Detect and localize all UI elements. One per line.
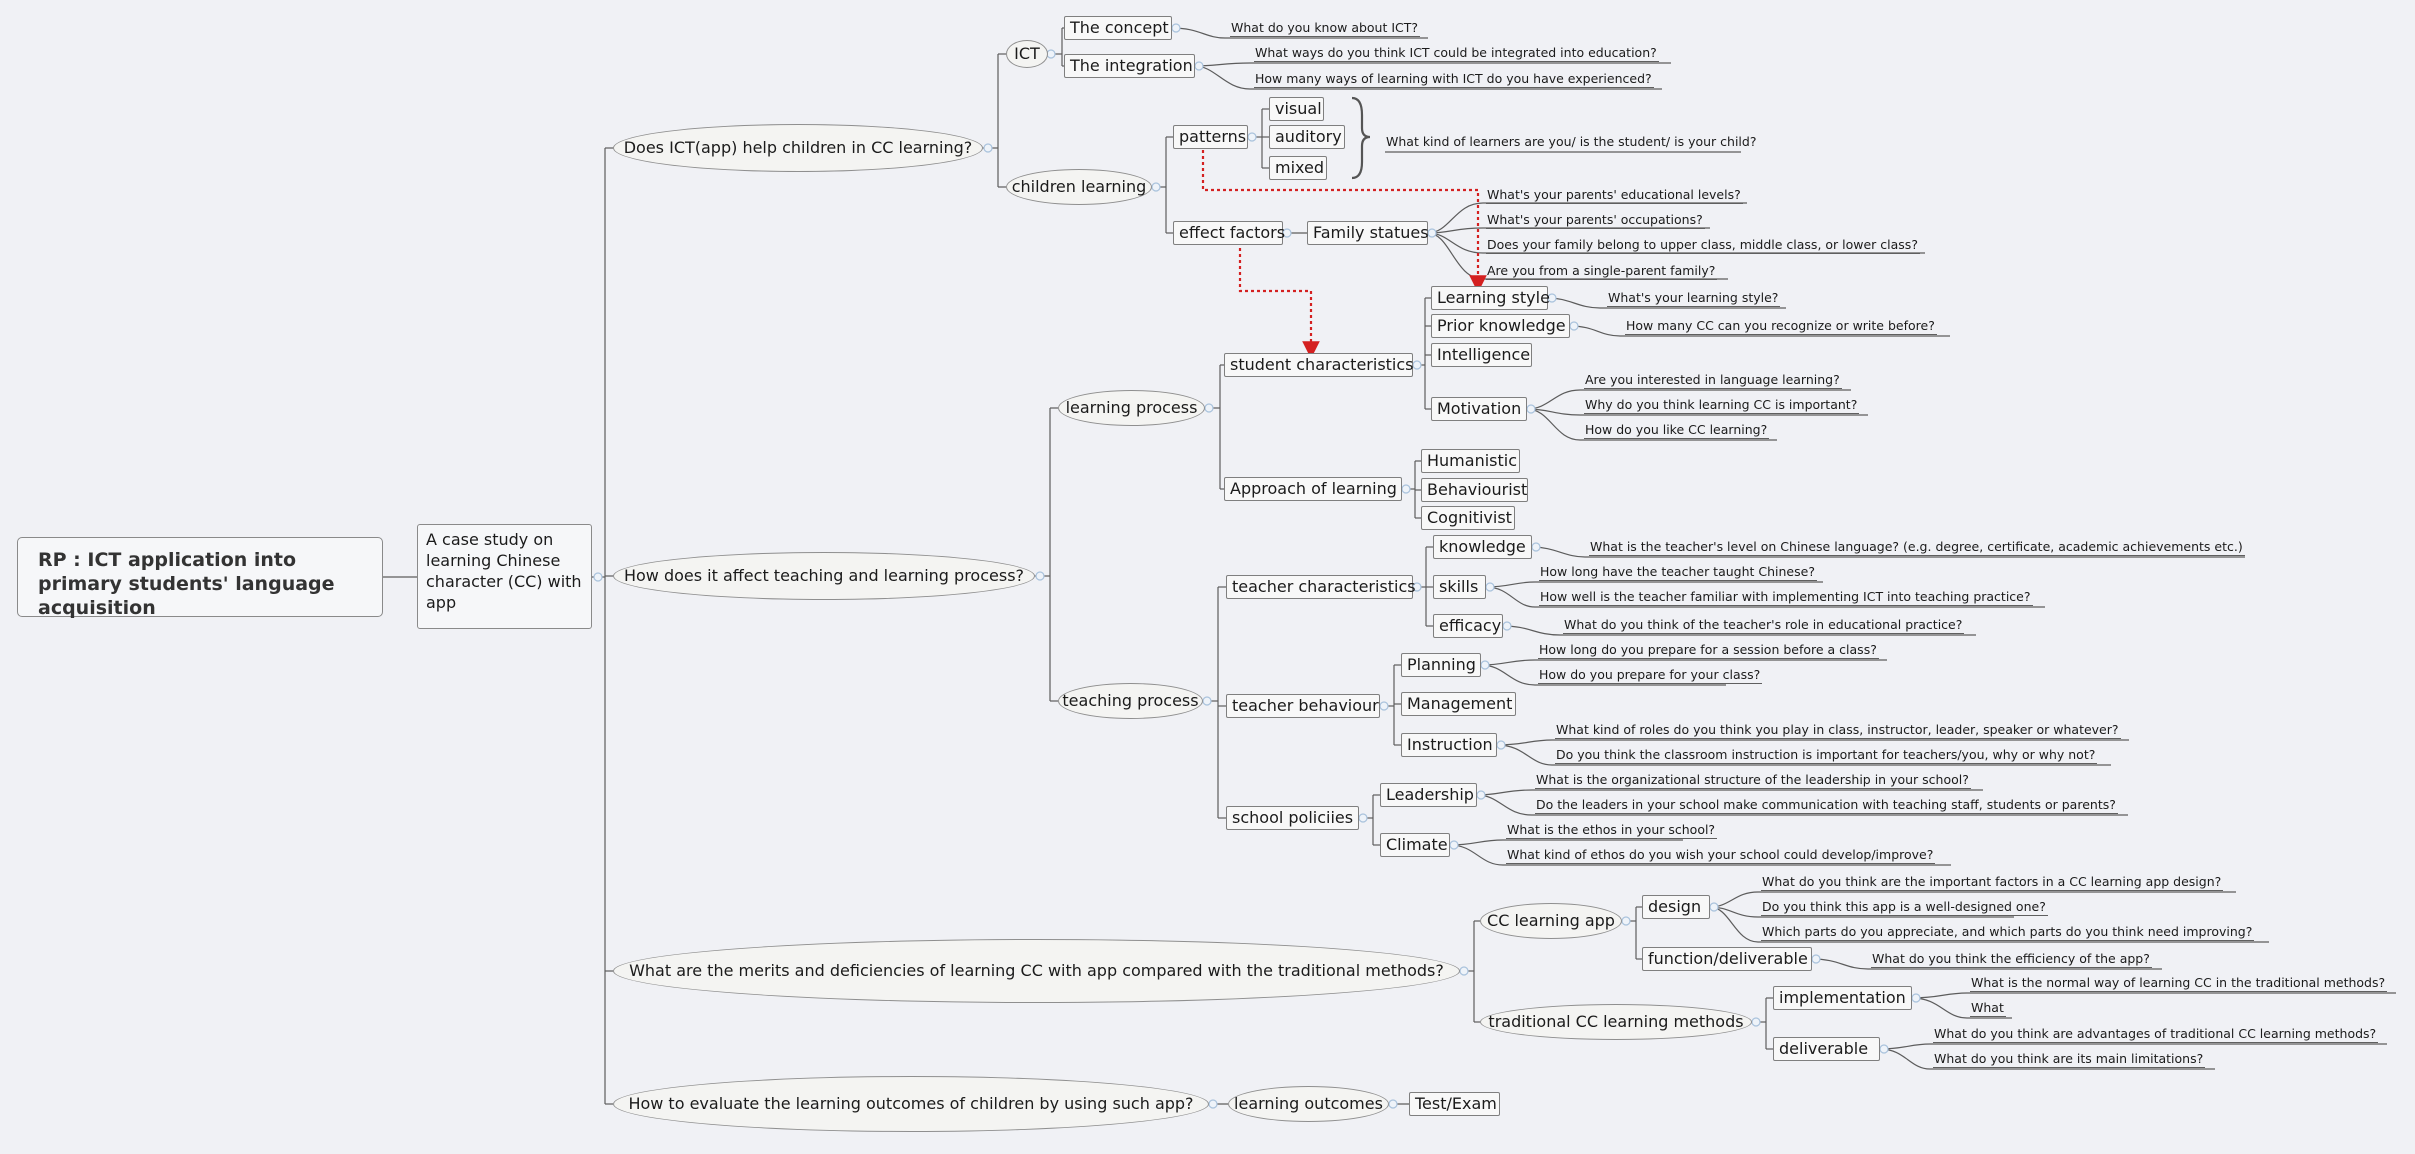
question-single-parent: Are you from a single-parent family? (1486, 263, 1718, 280)
planning-topic[interactable]: Planning (1401, 653, 1481, 677)
management-topic[interactable]: Management (1401, 692, 1516, 716)
question-app-efficiency: What do you think the efficiency of the … (1871, 951, 2152, 968)
efficacy-topic[interactable]: efficacy (1433, 614, 1503, 638)
auditory-topic[interactable]: auditory (1269, 125, 1345, 149)
question-traditional-limitations: What do you think are its main limitatio… (1933, 1051, 2206, 1068)
family-statues-topic[interactable]: Family statues (1307, 221, 1429, 245)
question-teacher-level: What is the teacher's level on Chinese l… (1589, 539, 2245, 556)
approach-of-learning-topic[interactable]: Approach of learning (1224, 477, 1402, 501)
the-concept-topic[interactable]: The concept (1064, 16, 1172, 40)
question-leadership-structure: What is the organizational structure of … (1535, 772, 1971, 789)
question-appreciate-improve: Which parts do you appreciate, and which… (1761, 924, 2255, 941)
teaching-process-topic[interactable]: teaching process (1058, 683, 1203, 719)
teacher-behaviour-topic[interactable]: teacher behaviour (1226, 694, 1380, 718)
visual-topic[interactable]: visual (1269, 97, 1324, 121)
question-learner-kind: What kind of learners are you/ is the st… (1386, 134, 1757, 149)
knowledge-topic[interactable]: knowledge (1433, 535, 1532, 559)
root-topic[interactable]: RP : ICT application into primary studen… (17, 537, 383, 619)
question-traditional-normal-way: What is the normal way of learning CC in… (1970, 975, 2388, 992)
central-topic[interactable]: A case study on learning Chinese charact… (417, 524, 592, 629)
traditional-methods-topic[interactable]: traditional CC learning methods (1480, 1004, 1752, 1040)
test-exam-topic[interactable]: Test/Exam (1409, 1092, 1500, 1116)
question-teaching-years: How long have the teacher taught Chinese… (1539, 564, 1817, 581)
effect-factors-topic[interactable]: effect factors (1173, 221, 1285, 245)
question-instruction-importance: Do you think the classroom instruction i… (1555, 747, 2098, 764)
cognitivist-topic[interactable]: Cognitivist (1421, 506, 1515, 530)
student-characteristics-topic[interactable]: student characteristics (1224, 353, 1414, 377)
question-teacher-role: What do you think of the teacher's role … (1563, 617, 1965, 634)
question-interest: Are you interested in language learning? (1584, 372, 1842, 389)
skills-topic[interactable]: skills (1433, 575, 1486, 599)
teacher-characteristics-topic[interactable]: teacher characteristics (1226, 575, 1416, 599)
question-integration-ways: What ways do you think ICT could be inte… (1254, 45, 1659, 62)
question-ethos-wish: What kind of ethos do you wish your scho… (1506, 847, 1936, 864)
prior-knowledge-topic[interactable]: Prior knowledge (1431, 314, 1570, 338)
question-what: What (1970, 1000, 2006, 1017)
question-well-designed: Do you think this app is a well-designed… (1761, 899, 2048, 916)
branch-merits-deficiencies[interactable]: What are the merits and deficiencies of … (613, 939, 1460, 1003)
question-prepare-time: How long do you prepare for a session be… (1538, 642, 1879, 659)
learning-process-topic[interactable]: learning process (1058, 390, 1205, 426)
behaviourist-topic[interactable]: Behaviourist (1421, 478, 1528, 502)
branch-teaching-learning[interactable]: How does it affect teaching and learning… (613, 552, 1035, 600)
cc-learning-app-topic[interactable]: CC learning app (1480, 903, 1622, 939)
question-concept: What do you know about ICT? (1230, 20, 1421, 37)
ict-topic[interactable]: ICT (1006, 40, 1048, 68)
instruction-topic[interactable]: Instruction (1401, 733, 1497, 757)
motivation-topic[interactable]: Motivation (1431, 397, 1527, 421)
question-prepare-how: How do you prepare for your class? (1538, 667, 1763, 684)
branch-ict-help[interactable]: Does ICT(app) help children in CC learni… (613, 124, 983, 172)
design-topic[interactable]: design (1642, 895, 1710, 919)
question-design-factors: What do you think are the important fact… (1761, 874, 2224, 891)
question-leadership-communication: Do the leaders in your school make commu… (1535, 797, 2118, 814)
question-prior-cc: How many CC can you recognize or write b… (1625, 318, 1937, 335)
children-learning-topic[interactable]: children learning (1006, 169, 1152, 205)
question-ict-familiarity: How well is the teacher familiar with im… (1539, 589, 2033, 606)
question-like-cc: How do you like CC learning? (1584, 422, 1770, 439)
question-learning-style: What's your learning style? (1607, 290, 1781, 307)
question-why-important: Why do you think learning CC is importan… (1584, 397, 1860, 414)
climate-topic[interactable]: Climate (1380, 833, 1450, 857)
question-traditional-advantages: What do you think are advantages of trad… (1933, 1026, 2379, 1043)
question-integration-experienced: How many ways of learning with ICT do yo… (1254, 71, 1654, 88)
question-parents-occupation: What's your parents' occupations? (1486, 212, 1705, 229)
intelligence-topic[interactable]: Intelligence (1431, 343, 1532, 367)
implementation-topic[interactable]: implementation (1773, 986, 1912, 1010)
branch-evaluate-outcomes[interactable]: How to evaluate the learning outcomes of… (613, 1076, 1209, 1132)
patterns-topic[interactable]: patterns (1173, 125, 1248, 149)
question-school-ethos: What is the ethos in your school? (1506, 822, 1718, 839)
learning-style-topic[interactable]: Learning style (1431, 286, 1550, 310)
mixed-topic[interactable]: mixed (1269, 156, 1327, 180)
learning-outcomes-topic[interactable]: learning outcomes (1228, 1086, 1389, 1122)
question-class-roles: What kind of roles do you think you play… (1555, 722, 2121, 739)
question-family-class: Does your family belong to upper class, … (1486, 237, 1920, 254)
school-policies-topic[interactable]: school policiies (1226, 806, 1359, 830)
question-parents-education: What's your parents' educational levels? (1486, 187, 1743, 204)
the-integration-topic[interactable]: The integration (1064, 54, 1195, 78)
humanistic-topic[interactable]: Humanistic (1421, 449, 1520, 473)
deliverable-topic[interactable]: deliverable (1773, 1037, 1880, 1061)
function-deliverable-topic[interactable]: function/deliverable (1642, 947, 1812, 971)
leadership-topic[interactable]: Leadership (1380, 783, 1477, 807)
